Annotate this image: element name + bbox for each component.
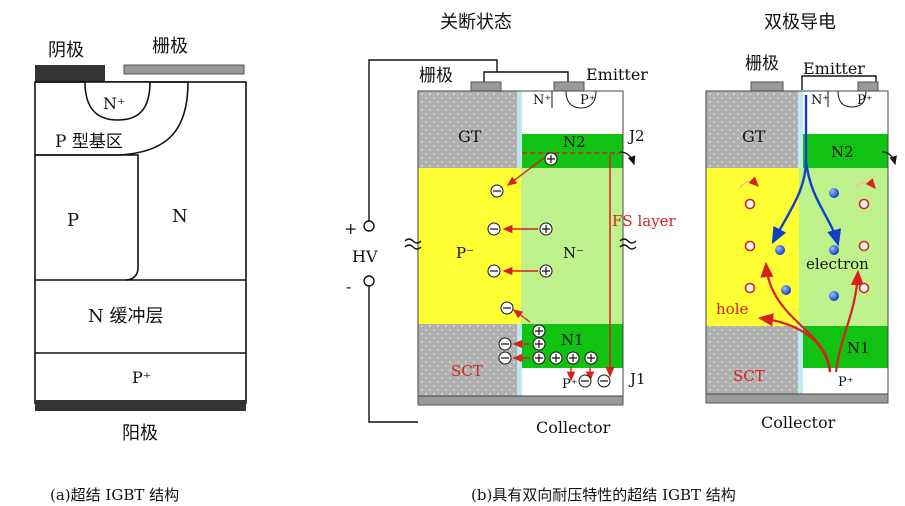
gate-label-b: 栅极: [419, 66, 453, 86]
j2-curl-arrow: [619, 151, 636, 166]
n-minus-region: [521, 168, 623, 324]
gate-pad-c: [750, 81, 784, 92]
fs-layer-label: FS layer: [612, 212, 677, 230]
hole-return-right: [854, 178, 876, 190]
p-minus-label: P⁻: [456, 244, 474, 262]
gt-region-c: [706, 91, 798, 168]
p-plus-top-label-b: P⁺: [580, 93, 596, 108]
p-base-label: P 型基区: [55, 132, 123, 152]
n-minus-label: N⁻: [563, 244, 584, 262]
n1-label-b: N1: [561, 331, 584, 349]
sct-label-b: SCT: [451, 362, 483, 380]
emitter-pad: [553, 81, 585, 92]
gate-label: 栅极: [152, 36, 188, 57]
p-plus-top-label-c: P⁺: [857, 93, 873, 108]
electron-label: electron: [806, 255, 869, 273]
hv-plus-label: +: [344, 219, 357, 238]
n-pillar-label: N: [172, 206, 188, 227]
gt-label-b: GT: [458, 127, 482, 146]
sct-oxide-c: [798, 326, 803, 394]
panel-b: 关断状态: [344, 12, 677, 437]
n-pillar-c: [799, 168, 888, 326]
gate-metal: [123, 64, 245, 75]
p-plus-top-well-c: [837, 90, 867, 108]
p-plus-top-well: [565, 90, 597, 109]
gt-label-c: GT: [742, 127, 766, 146]
off-state-carriers: [487, 152, 611, 388]
p-plus-bottom-label-b: P⁺: [562, 377, 578, 392]
collector-label-b: Collector: [536, 418, 611, 437]
cathode-label: 阴极: [48, 40, 84, 61]
hv-minus-label: -: [346, 277, 351, 296]
n2-label-c: N2: [831, 143, 854, 161]
sct-oxide: [517, 324, 522, 396]
collector-metal-c: [705, 393, 889, 404]
panel-b-title: 关断状态: [440, 12, 512, 33]
device-outline: [34, 81, 247, 404]
anode-label: 阳极: [122, 423, 158, 444]
hv-wire-bottom: [368, 285, 418, 423]
n-plus-label-b: N⁺: [533, 93, 551, 108]
emitter-label-b: Emitter: [586, 65, 648, 84]
collector-label-c: Collector: [761, 413, 836, 432]
hole-label: hole: [716, 300, 748, 318]
n2-region-c: [803, 134, 888, 168]
holes: [744, 198, 870, 294]
break-mark-right: [619, 238, 637, 250]
device-outline-c: [705, 90, 889, 395]
hole-flow-left-outer: [757, 313, 832, 373]
emitter-contact: [483, 71, 569, 90]
hv-label: HV: [352, 247, 378, 266]
emitter-label-c: Emitter: [803, 59, 865, 78]
j1-label: J1: [628, 370, 646, 388]
n-buffer-label: N 缓冲层: [88, 306, 163, 327]
caption-b: (b)具有双向耐压特性的超结 IGBT 结构: [471, 486, 736, 504]
caption-a: (a)超结 IGBT 结构: [50, 486, 180, 504]
gt-oxide: [517, 91, 522, 168]
gt-region: [418, 91, 517, 168]
electrons: [775, 188, 839, 301]
gt-oxide-c: [798, 91, 803, 168]
p-pillar-label: P: [67, 210, 79, 231]
n1-label-c: N1: [847, 339, 870, 357]
n2-label-b: N2: [563, 133, 586, 151]
cathode-metal: [35, 65, 105, 82]
p-plus-label: P⁺: [132, 368, 151, 387]
j2-label: J2: [627, 127, 645, 145]
anode-metal: [35, 400, 246, 411]
n-plus-label: N⁺: [103, 94, 125, 113]
p-plus-bottom-c: [803, 368, 888, 394]
panel-c: 双极导电: [705, 12, 897, 432]
gate-label-c: 栅极: [745, 54, 779, 74]
sct-region-c: [706, 326, 798, 394]
collector-metal: [417, 395, 624, 406]
n2-curl-arrow-c: [881, 151, 897, 166]
n-plus-region: [84, 81, 151, 121]
emitter-pad-c: [857, 81, 879, 92]
electron-flow-right: [804, 159, 842, 247]
hole-flow-right: [834, 269, 864, 373]
panel-a: 阴极 栅极 N⁺ P 型基区 P N N 缓冲层 P⁺ 阳极: [34, 36, 247, 444]
hv-terminal-plus: [363, 220, 375, 232]
gate-pad: [470, 81, 502, 92]
p-minus-region: [418, 168, 521, 324]
p-plus-bottom-label-c: P⁺: [838, 375, 854, 390]
hole-return-left: [739, 176, 760, 189]
hv-wire-top: [368, 59, 498, 221]
sct-label-c: SCT: [733, 367, 765, 385]
n-plus-label-c: N⁺: [811, 93, 829, 108]
hv-terminal-minus: [363, 275, 375, 287]
break-mark-left: [404, 238, 422, 250]
panel-c-title: 双极导电: [764, 12, 836, 33]
